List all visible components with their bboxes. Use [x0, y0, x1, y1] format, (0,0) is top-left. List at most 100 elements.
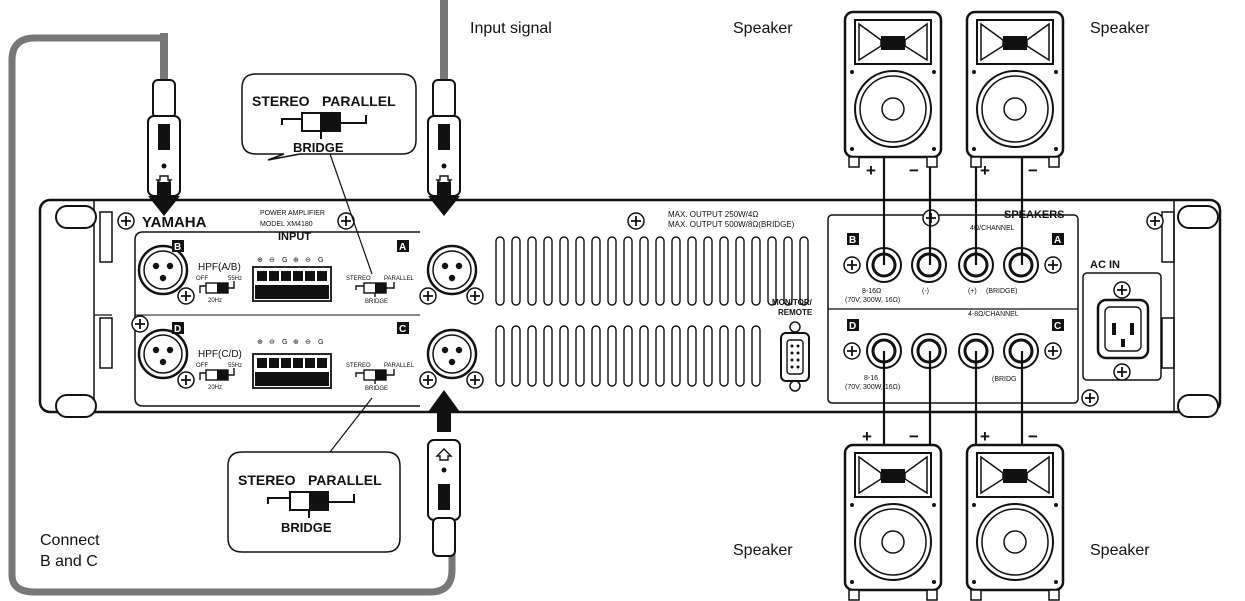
- callout-top-parallel: PARALLEL: [322, 93, 396, 109]
- xlr-plug-b: [147, 79, 181, 197]
- bridge-bottom: (BRIDG: [992, 376, 1017, 383]
- screw-icon: [131, 315, 149, 333]
- off-cd: OFF: [196, 363, 208, 369]
- spk-ch-c: C: [1054, 321, 1061, 332]
- speaker-label-bottom-left: Speaker: [733, 542, 793, 559]
- model-line2: MODEL XM4180: [260, 221, 313, 228]
- hpf-ab-label: HPF(A/B): [198, 262, 241, 273]
- bridge-top: (BRIDGE): [986, 288, 1018, 295]
- stereo-ab: STEREO: [346, 276, 371, 282]
- arrow-down-icon: [428, 182, 460, 216]
- screw-icon: [1146, 212, 1164, 230]
- mode-switch-cd[interactable]: [355, 369, 395, 384]
- polarity-minus: −: [909, 161, 919, 180]
- callout-bottom-parallel: PARALLEL: [308, 472, 382, 488]
- spk-ch-d: D: [849, 321, 856, 332]
- callout-top-bridge: BRIDGE: [293, 140, 344, 155]
- callout-bottom-stereo: STEREO: [238, 472, 296, 488]
- speaker-bottom-right: [965, 443, 1065, 601]
- xlr-plug-c: [427, 439, 461, 557]
- xlr-input-d[interactable]: [137, 328, 189, 380]
- speaker-cables: [882, 157, 1024, 445]
- ch-b: B: [174, 242, 181, 253]
- max-output1: MAX. OUTPUT 250W/4Ω: [668, 210, 758, 219]
- off-ab: OFF: [196, 276, 208, 282]
- ch-c: C: [399, 324, 406, 335]
- ch-d: D: [174, 324, 181, 335]
- minus-paren: (-): [922, 288, 929, 295]
- polarity-plus: +: [980, 427, 990, 446]
- euroblock-terminal-cd[interactable]: [252, 353, 332, 389]
- input-cable: [440, 0, 448, 80]
- badge-b: [172, 240, 184, 252]
- stereo-cd: STEREO: [346, 363, 371, 369]
- ac-in-label: AC IN: [1090, 259, 1120, 271]
- vent-slots: [495, 236, 809, 387]
- ch-a: A: [399, 242, 406, 253]
- input-signal-label: Input signal: [470, 20, 552, 37]
- xlr-input-a[interactable]: [426, 244, 478, 296]
- spk-ch-a: A: [1054, 235, 1061, 246]
- mode-switch-ab[interactable]: [355, 282, 395, 297]
- arrow-up-icon: [428, 390, 460, 432]
- speakers-title: SPEAKERS: [1004, 209, 1065, 221]
- term-mark: ⊕: [257, 257, 263, 264]
- callout-top: [241, 73, 417, 275]
- screw-icon: [466, 287, 484, 305]
- hz20-ab: 20Hz: [208, 298, 222, 304]
- speaker-label-top-right: Speaker: [1090, 20, 1150, 37]
- hz55-ab: 55Hz: [228, 276, 242, 282]
- term-mark: ⊖: [305, 339, 311, 346]
- screw-icon: [1081, 389, 1099, 407]
- polarity-minus: −: [1028, 427, 1038, 446]
- term-mark: ⊕: [257, 339, 263, 346]
- screw-icon: [466, 371, 484, 389]
- imp-bot1: 8-16: [864, 375, 878, 382]
- polarity-minus: −: [909, 427, 919, 446]
- term-mark: ⊕: [293, 339, 299, 346]
- bridge-cable: [8, 34, 456, 596]
- monitor-remote-port[interactable]: [780, 321, 810, 392]
- term-mark: ⊖: [305, 257, 311, 264]
- monitor-label: MONITOR/: [772, 298, 813, 307]
- polarity-plus: +: [866, 161, 876, 180]
- callout-bottom-bridge: BRIDGE: [281, 520, 332, 535]
- callout-bottom: [227, 397, 401, 553]
- screw-icon: [627, 212, 645, 230]
- speaker-top-left: [843, 10, 943, 169]
- term-mark: G: [282, 257, 287, 264]
- spk-ch-b: B: [849, 235, 856, 246]
- xlr-input-c[interactable]: [426, 328, 478, 380]
- channel-bottom: 4-8Ω/CHANNEL: [968, 311, 1019, 318]
- hpf-switch-cd[interactable]: [199, 368, 235, 381]
- screw-icon: [419, 287, 437, 305]
- term-mark: ⊖: [269, 339, 275, 346]
- hpf-switch-ab[interactable]: [199, 281, 235, 294]
- arrow-down-icon: [148, 182, 180, 216]
- bridge-cd: BRIDGE: [365, 386, 388, 392]
- term-mark: ⊕: [293, 257, 299, 264]
- channel-top: 4Ω/CHANNEL: [970, 225, 1015, 232]
- polarity-plus: +: [862, 427, 872, 446]
- hz55-cd: 55Hz: [228, 363, 242, 369]
- ac-inlet[interactable]: [1082, 272, 1162, 381]
- hpf-cd-label: HPF(C/D): [198, 349, 242, 360]
- bridge-ab: BRIDGE: [365, 299, 388, 305]
- badge-a: [397, 240, 409, 252]
- connect-label-line1: Connect: [40, 532, 100, 549]
- imp-top2: (70V, 300W, 16Ω): [845, 297, 900, 304]
- callout-top-stereo: STEREO: [252, 93, 310, 109]
- xlr-plug-a: [427, 79, 461, 197]
- speaker-label-top-left: Speaker: [733, 20, 793, 37]
- term-mark: G: [318, 257, 323, 264]
- screw-icon: [117, 212, 135, 230]
- badge-d: [172, 322, 184, 334]
- remote-label: REMOTE: [778, 308, 813, 317]
- screw-icon: [177, 371, 195, 389]
- euroblock-terminal-ab[interactable]: [252, 266, 332, 302]
- speaker-top-right: [965, 10, 1065, 169]
- xlr-input-b[interactable]: [137, 244, 189, 296]
- speaker-bottom-left: [843, 443, 943, 601]
- connect-label-line2: B and C: [40, 553, 98, 570]
